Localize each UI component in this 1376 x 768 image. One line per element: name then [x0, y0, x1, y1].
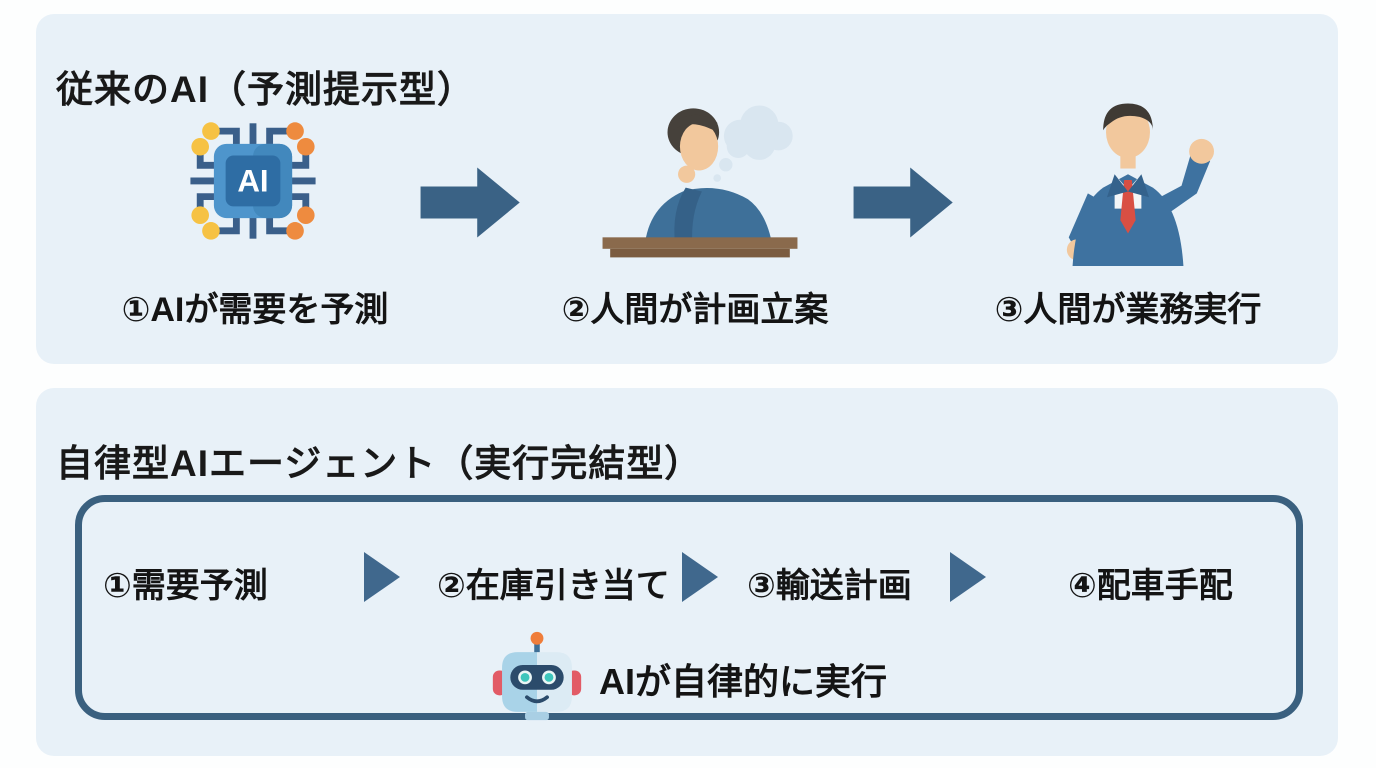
traditional-ai-title: 従来のAI（予測提示型） [56, 68, 475, 110]
pipeline-step-1: ①需要予測 [103, 567, 268, 605]
pipeline-step-3: ③輸送計画 [747, 567, 912, 605]
execution-label: AIが自律的に実行 [598, 660, 887, 702]
triangle-right-icon [950, 552, 986, 602]
ai-chip-icon: AI [155, 92, 351, 268]
businessman-icon [1025, 94, 1231, 266]
agent-pipeline-box [75, 495, 1303, 720]
arrow-right-icon [415, 160, 530, 250]
svg-text:AI: AI [237, 164, 268, 199]
execution-row: AIが自律的に実行 [75, 630, 1303, 727]
robot-icon [491, 630, 583, 727]
pipeline-step-2: ②在庫引き当て [437, 567, 670, 605]
autonomous-agent-title: 自律型AIエージェント（実行完結型） [56, 442, 703, 484]
pipeline-step-4: ④配車手配 [1068, 567, 1233, 605]
traditional-step-1-label: ①AIが需要を予測 [121, 291, 389, 329]
triangle-right-icon [364, 552, 400, 602]
traditional-step-3-label: ③人間が業務実行 [994, 291, 1262, 329]
triangle-right-icon [682, 552, 718, 602]
traditional-step-2-label: ②人間が計画立案 [561, 291, 829, 329]
arrow-right-icon [848, 160, 963, 250]
thinking-person-icon [592, 94, 808, 266]
